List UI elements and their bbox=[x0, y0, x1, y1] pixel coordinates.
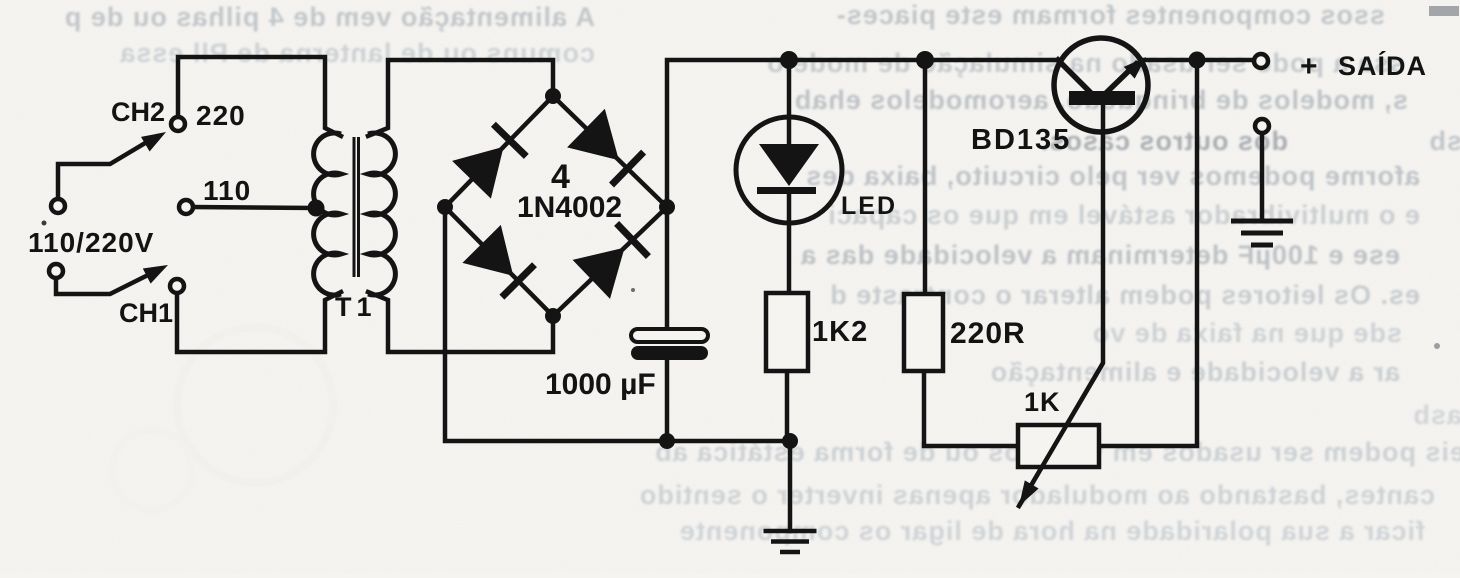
svg-text:220: 220 bbox=[196, 100, 246, 131]
svg-text:A alimentação vem de 4 pilhas: A alimentação vem de 4 pilhas ou de p bbox=[64, 2, 595, 32]
svg-text:dos outros casos.: dos outros casos. bbox=[1040, 126, 1288, 156]
svg-text:110: 110 bbox=[203, 175, 251, 206]
svg-text:CH2: CH2 bbox=[111, 97, 165, 127]
svg-text:sde que na faixa de vo: sde que na faixa de vo bbox=[1092, 318, 1402, 348]
svg-text:CH1: CH1 bbox=[119, 298, 173, 328]
svg-text:comuns ou de lanterna de Pll e: comuns ou de lanterna de Pll essa bbox=[119, 38, 595, 68]
svg-text:e o multivibrador astável em q: e o multivibrador astável em que os capa… bbox=[827, 200, 1420, 230]
svg-text:1K2: 1K2 bbox=[812, 316, 868, 348]
svg-text:cantes, bastando ao modulador: cantes, bastando ao modulador apenas inv… bbox=[639, 480, 1435, 510]
svg-text:aforme podemos ver pelo circui: aforme podemos ver pelo circuito, baixa … bbox=[805, 161, 1420, 191]
svg-text:SAÍDA: SAÍDA bbox=[1338, 50, 1427, 81]
svg-text:1N4002: 1N4002 bbox=[517, 191, 622, 224]
svg-text:T1: T1 bbox=[335, 292, 377, 322]
svg-text:1000 µF: 1000 µF bbox=[545, 368, 656, 401]
svg-text:asb: asb bbox=[1412, 400, 1460, 430]
svg-text:+: + bbox=[1300, 50, 1318, 83]
svg-text:ese e 100µF determinam a veloc: ese e 100µF determinam a velocidade das … bbox=[800, 240, 1400, 270]
svg-text:1K: 1K bbox=[1024, 387, 1061, 417]
svg-text:BD135: BD135 bbox=[971, 124, 1071, 156]
svg-text:ssa a pode ser usado na simula: ssa a pode ser usado na simulação de mod… bbox=[766, 48, 1405, 78]
svg-text:sb: sb bbox=[1428, 126, 1460, 156]
svg-text:LED: LED bbox=[841, 192, 897, 220]
svg-text:ssos componentes formam este p: ssos componentes formam este piaces- bbox=[836, 0, 1385, 30]
svg-text:110/220V: 110/220V bbox=[28, 227, 154, 258]
svg-text:220R: 220R bbox=[950, 317, 1026, 350]
svg-text:4: 4 bbox=[551, 158, 570, 196]
